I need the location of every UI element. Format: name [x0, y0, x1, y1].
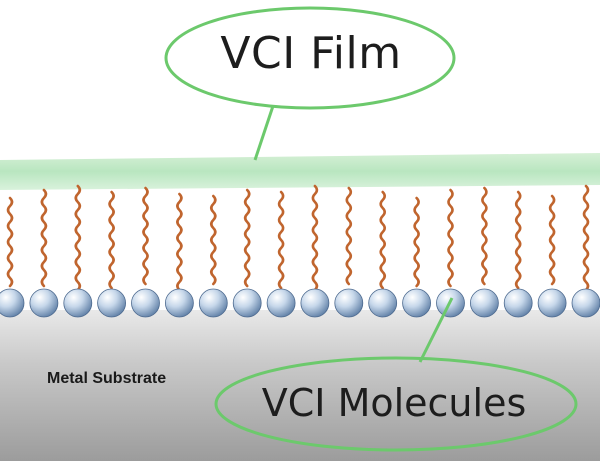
molecule-head — [232, 288, 262, 318]
metal-substrate-label: Metal Substrate — [47, 370, 167, 387]
molecule-head — [469, 288, 499, 318]
molecule-head — [571, 288, 600, 318]
molecules-callout-line — [418, 297, 454, 363]
molecule-head — [537, 288, 567, 318]
molecule-chain — [582, 184, 590, 292]
molecule-chain — [345, 186, 353, 286]
molecule-chain — [413, 196, 420, 288]
molecule-head — [300, 288, 330, 318]
molecule-head — [63, 288, 93, 318]
molecule-head — [334, 288, 364, 318]
molecule-chain — [277, 190, 285, 290]
molecule-head — [266, 288, 296, 318]
film-callout-line — [253, 99, 277, 161]
molecule-head — [368, 288, 398, 318]
molecule-chain — [548, 194, 556, 286]
molecule-head — [198, 288, 228, 318]
vci-film-label: VCI Film — [220, 28, 402, 79]
molecule-chain — [6, 196, 14, 288]
molecule-head — [164, 288, 194, 318]
molecule-chain — [108, 190, 115, 290]
vci-film-band — [0, 153, 600, 190]
molecule-heads — [0, 288, 600, 318]
molecules-callout-ellipse — [214, 356, 578, 452]
vci-molecules-label: VCI Molecules — [261, 381, 527, 425]
molecule-chain — [210, 194, 217, 286]
film-callout-ellipse — [164, 6, 456, 110]
molecule-chain — [74, 184, 82, 292]
molecule-head — [402, 288, 432, 318]
molecule-chain — [514, 190, 522, 290]
metal-substrate — [0, 310, 600, 461]
molecule-chain — [379, 190, 386, 290]
molecule-chain — [243, 188, 251, 288]
molecule-head — [503, 288, 533, 318]
molecule-head — [0, 288, 25, 318]
molecule-chain — [447, 188, 454, 288]
molecule-chain — [176, 192, 183, 292]
molecule-chain — [481, 186, 488, 286]
molecule-head — [97, 288, 126, 318]
molecule-head — [29, 288, 59, 318]
molecule-chain — [40, 188, 48, 288]
molecule-head — [131, 288, 160, 318]
molecule-chain — [142, 186, 149, 286]
molecule-chains — [6, 184, 590, 292]
molecule-chain — [311, 184, 319, 292]
